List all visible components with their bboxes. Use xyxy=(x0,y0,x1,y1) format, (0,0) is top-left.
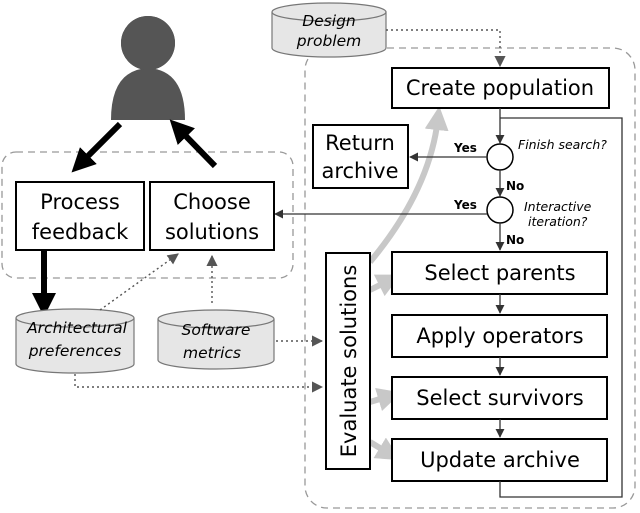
process-feedback-box xyxy=(15,181,145,251)
return-archive-line2: archive xyxy=(321,159,398,183)
create-population-box xyxy=(391,67,610,109)
preferences-to-choose-arrow xyxy=(99,253,179,311)
finish-search-decision xyxy=(486,143,514,171)
interactive-iteration-line2: iteration? xyxy=(528,214,588,229)
architectural-preferences-line1: Architectural xyxy=(26,319,128,337)
evaluate-to-parents-arrow xyxy=(368,274,401,297)
software-metrics-line1: Software xyxy=(182,321,251,339)
update-archive-label: Update archive xyxy=(420,448,580,472)
yes-label-1: Yes xyxy=(453,141,477,155)
user-to-process-arrow xyxy=(71,121,123,173)
search-region xyxy=(304,47,636,509)
finish-search-label: Finish search? xyxy=(518,137,607,152)
process-feedback-line1: Process xyxy=(40,190,120,214)
evaluate-solutions-label: Evaluate solutions xyxy=(337,265,361,458)
create-population-label: Create population xyxy=(406,76,594,100)
architectural-preferences-store: Architectural preferences xyxy=(15,308,135,374)
select-survivors-label: Select survivors xyxy=(416,386,583,410)
choose-solutions-line2: solutions xyxy=(165,220,259,244)
return-archive-box xyxy=(312,124,409,189)
choose-solutions-line1: Choose xyxy=(173,190,251,214)
interactive-iteration-decision xyxy=(486,196,514,224)
user-icon xyxy=(111,16,185,120)
interaction-region xyxy=(1,151,294,279)
choose-solutions-box xyxy=(149,181,275,251)
software-metrics-store: Software metrics xyxy=(157,309,275,370)
architectural-preferences-line2: preferences xyxy=(28,342,122,360)
evaluate-to-survivors-arrow xyxy=(369,387,402,411)
evaluate-to-create-arrow xyxy=(367,106,449,264)
choose-to-user-arrow xyxy=(169,119,218,169)
design-problem-line2: problem xyxy=(296,32,361,50)
apply-operators-box xyxy=(391,314,608,358)
design-problem-line1: Design xyxy=(302,12,356,30)
apply-operators-label: Apply operators xyxy=(416,324,583,348)
yes-label-2: Yes xyxy=(453,198,477,212)
preferences-to-evaluate-arrow xyxy=(74,374,324,393)
loop-back-line xyxy=(499,117,623,498)
select-survivors-box xyxy=(391,376,608,420)
process-feedback-line2: feedback xyxy=(32,220,129,244)
update-archive-box xyxy=(391,438,608,482)
interactive-iteration-line1: Interactive xyxy=(524,199,592,214)
return-archive-line1: Return xyxy=(325,131,395,155)
software-metrics-line2: metrics xyxy=(183,344,241,362)
evaluate-solutions-box xyxy=(325,252,371,470)
no-label-2: No xyxy=(506,233,524,247)
select-parents-label: Select parents xyxy=(424,261,575,285)
evaluate-to-update-arrow xyxy=(368,437,401,461)
no-label-1: No xyxy=(506,179,524,193)
design-problem-store: Design problem xyxy=(271,2,387,58)
